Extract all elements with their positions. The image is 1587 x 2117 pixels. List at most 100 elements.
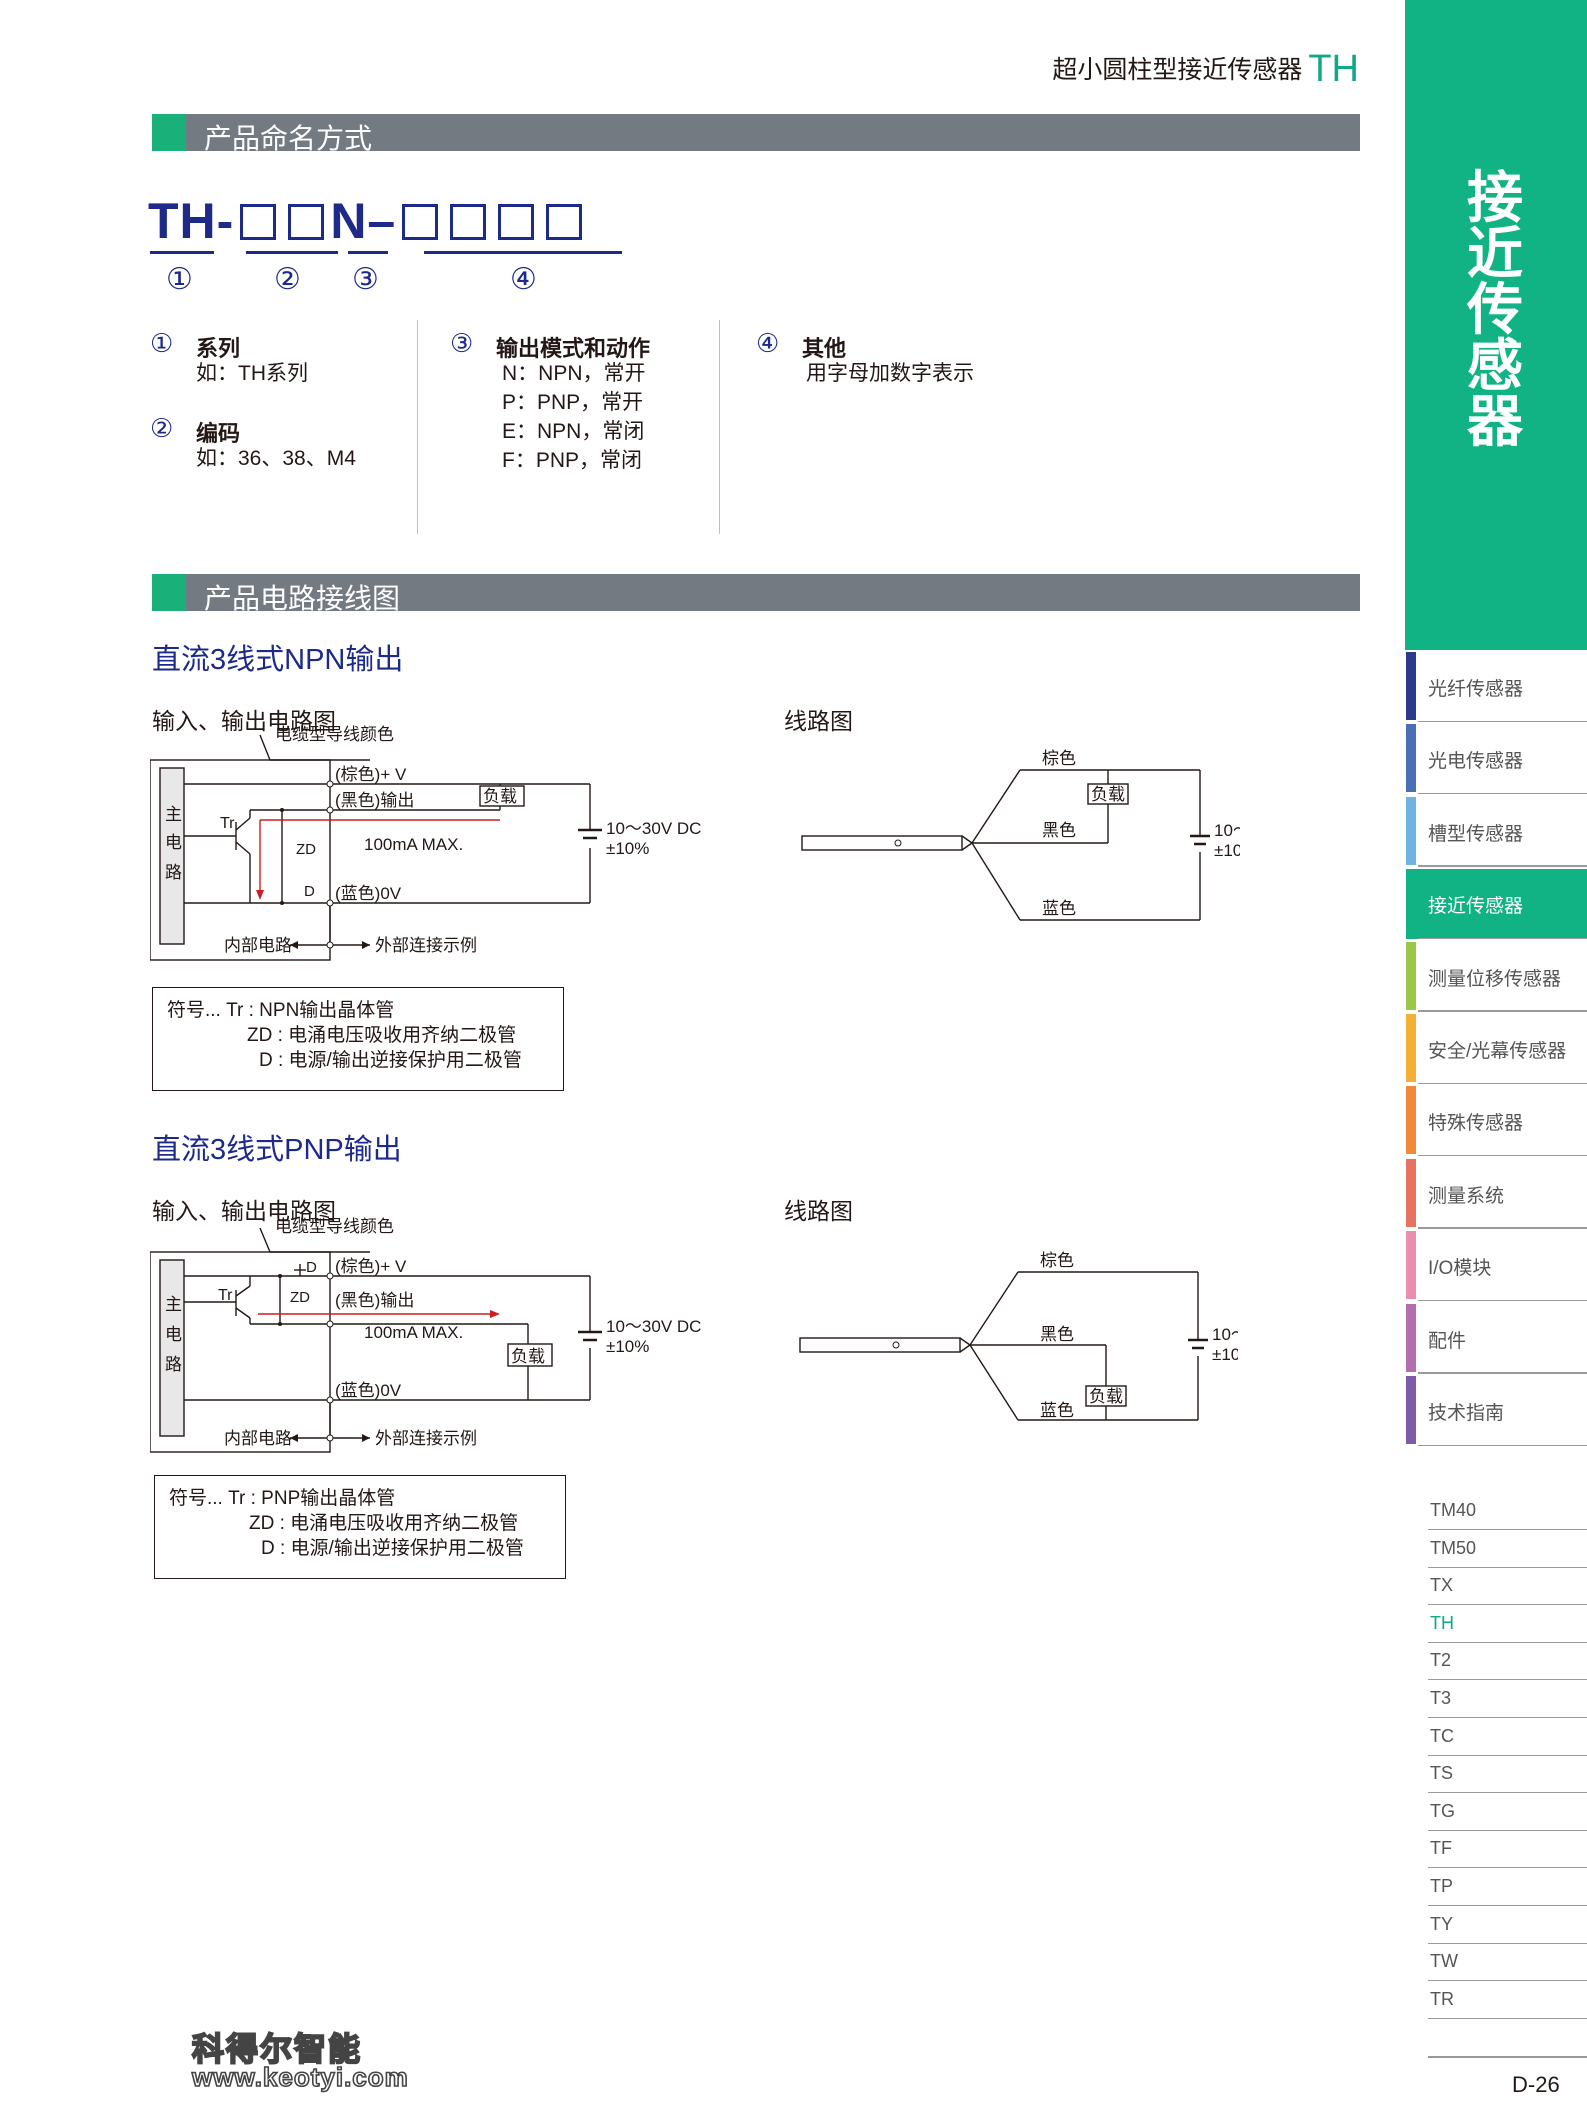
wire-black-label: (黑色)输出	[335, 791, 414, 810]
col1-num1: ①	[150, 328, 174, 358]
model-link[interactable]: TY	[1428, 1906, 1587, 1944]
model-link[interactable]: TS	[1428, 1755, 1587, 1794]
wire-blue-label: (蓝色)0V	[335, 884, 402, 903]
model-label: TY	[1430, 1913, 1454, 1934]
nav-divider	[1418, 1444, 1587, 1446]
watermark-url: www.keotyi.com	[191, 2061, 409, 2093]
sidebar-nav-item[interactable]: 测量位移传感器	[1406, 941, 1587, 1012]
nav-divider	[1418, 1154, 1587, 1157]
model-link[interactable]: TG	[1428, 1793, 1587, 1831]
model-label: TW	[1430, 1951, 1458, 1972]
nav-item-label: I/O模块	[1428, 1258, 1492, 1280]
npn-legend: 符号... Tr : NPN输出晶体管 ZD : 电涌电压吸收用齐纳二极管 D …	[152, 987, 564, 1091]
watermark-logo: 科得尔智能	[191, 2030, 363, 2068]
nav-color-strip	[1406, 1014, 1416, 1082]
nav-item-label: 光纤传感器	[1428, 679, 1524, 700]
wire-black-label: (黑色)输出	[335, 1291, 414, 1310]
model-label: TR	[1430, 1988, 1454, 2009]
model-link[interactable]: TW	[1428, 1943, 1587, 1982]
main-circuit-char: 主	[165, 805, 182, 824]
header-code: TH	[1308, 48, 1359, 90]
d-label: D	[304, 883, 315, 900]
col2-line: N：NPN，常开	[502, 362, 646, 385]
section-bar-naming: 产品命名方式	[152, 114, 1360, 154]
model-label: TM50	[1430, 1537, 1477, 1558]
column-divider	[719, 320, 720, 534]
code-box	[288, 204, 325, 240]
nav-color-strip	[1406, 1086, 1416, 1155]
nav-item-label: 测量位移传感器	[1428, 968, 1562, 990]
col2-head: 输出模式和动作	[496, 336, 651, 361]
category-char: 传	[1467, 278, 1523, 341]
page-number: D-26	[1512, 2072, 1560, 2097]
code-box	[450, 204, 487, 240]
main-circuit-char: 电	[165, 833, 182, 852]
sidebar-nav-item[interactable]: I/O模块	[1406, 1231, 1587, 1302]
sidebar-nav-item[interactable]: 接近传感器	[1406, 869, 1587, 940]
zd-label: ZD	[296, 841, 316, 858]
col3-head: 其他	[802, 336, 847, 361]
category-char: 近	[1467, 222, 1523, 285]
nav-item-label: 特殊传感器	[1428, 1113, 1524, 1135]
model-link[interactable]: T2	[1428, 1642, 1587, 1681]
sidebar-nav-item[interactable]: 技术指南	[1406, 1376, 1587, 1446]
wire-blue-label: (蓝色)0V	[335, 1381, 402, 1400]
sidebar-nav-item[interactable]: 安全/光幕传感器	[1406, 1014, 1587, 1084]
model-link[interactable]: TC	[1428, 1718, 1587, 1756]
current-label: 100mA MAX.	[364, 835, 463, 854]
sidebar-nav-item[interactable]: 光纤传感器	[1406, 652, 1587, 722]
col1-head2: 编码	[196, 421, 241, 446]
wiring-supply-tol: ±10%	[1214, 841, 1240, 860]
external-label: 外部连接示例	[375, 1429, 477, 1448]
nav-color-strip	[1406, 796, 1416, 865]
nav-color-strip	[1406, 1231, 1416, 1300]
model-link[interactable]: T3	[1428, 1680, 1587, 1718]
code-prefix: TH-	[148, 193, 235, 249]
legend-line: ZD : 电涌电压吸收用齐纳二极管	[249, 1513, 519, 1534]
nav-color-strip	[1406, 724, 1416, 793]
model-link[interactable]: TF	[1428, 1830, 1587, 1869]
pnp-legend: 符号... Tr : PNP输出晶体管 ZD : 电涌电压吸收用齐纳二极管 D …	[154, 1475, 566, 1579]
internal-label: 内部电路	[224, 936, 292, 955]
supply-tolerance: ±10%	[606, 1337, 649, 1356]
pnp-wire-label: 线路图	[784, 1198, 853, 1224]
nav-color-strip	[1406, 1376, 1416, 1444]
sidebar-nav-item[interactable]: 测量系统	[1406, 1158, 1587, 1229]
legend-line: D : 电源/输出逆接保护用二极管	[259, 1050, 522, 1071]
nav-divider	[1418, 1082, 1587, 1084]
sidebar-nav-item[interactable]: 配件	[1406, 1303, 1587, 1374]
sidebar-nav-item[interactable]: 特殊传感器	[1406, 1086, 1587, 1157]
sidebar-nav-item[interactable]: 槽型传感器	[1406, 796, 1587, 867]
col2-lines: N：NPN，常开 P：PNP，常开 E：NPN，常闭 F：PNP，常闭	[502, 359, 646, 475]
wiring-brown-label: 棕色	[1040, 1251, 1074, 1270]
col1-text2: 如：36、38、M4	[196, 447, 356, 470]
wiring-supply: 10～30V DC	[1212, 1325, 1238, 1344]
legend-line: ZD : 电涌电压吸收用齐纳二极管	[247, 1025, 517, 1046]
col2-line: P：PNP，常开	[502, 391, 644, 414]
code-underline	[246, 251, 338, 254]
sidebar-nav-item[interactable]: 光电传感器	[1406, 724, 1587, 795]
section-title: 产品电路接线图	[204, 583, 401, 614]
code-num-4: ④	[510, 263, 537, 296]
model-label: TS	[1430, 1763, 1454, 1784]
internal-label: 内部电路	[224, 1429, 292, 1448]
d-label: D	[306, 1259, 317, 1276]
load-label: 负载	[511, 1347, 545, 1366]
model-link[interactable]: TP	[1428, 1868, 1587, 1906]
nav-divider	[1418, 937, 1587, 940]
model-link[interactable]: TM40	[1428, 1492, 1587, 1530]
model-label: TP	[1430, 1876, 1454, 1896]
wiring-load-label: 负载	[1089, 1387, 1123, 1406]
model-link[interactable]: TR	[1428, 1981, 1587, 2019]
col2-num: ③	[450, 328, 474, 358]
model-link[interactable]: TX	[1428, 1567, 1587, 1606]
category-char: 感	[1467, 334, 1523, 397]
nav-item-label: 技术指南	[1428, 1403, 1505, 1424]
cable-color-label: 电缆型导线颜色	[275, 725, 394, 744]
model-link[interactable]: TM50	[1428, 1530, 1587, 1568]
model-link[interactable]: TH	[1428, 1605, 1587, 1643]
wire-brown-label: (棕色)+ V	[335, 765, 407, 784]
load-label: 负载	[483, 787, 517, 806]
model-label: T2	[1430, 1650, 1452, 1671]
nav-divider	[1418, 1372, 1587, 1374]
